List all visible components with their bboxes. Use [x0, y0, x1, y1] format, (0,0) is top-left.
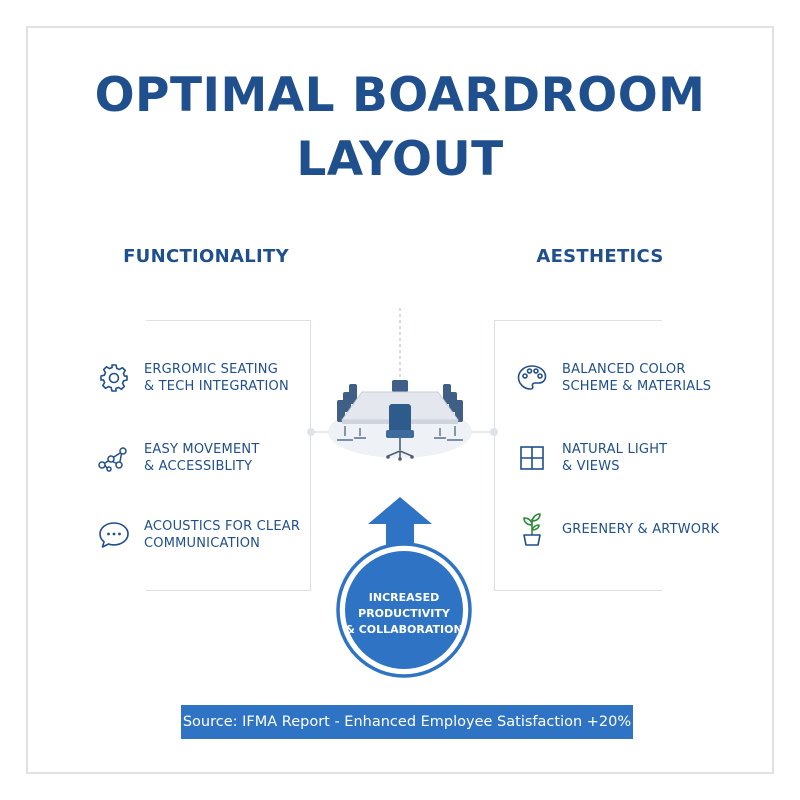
aesthetics-item-label: NATURAL LIGHT & VIEWS [562, 441, 667, 475]
functionality-item-label: EASY MOVEMENT & ACCESSIBLITY [144, 441, 259, 475]
item-line-2: SCHEME & MATERIALS [562, 379, 712, 394]
left-panel-top-line [146, 320, 311, 321]
aesthetics-item-label: BALANCED COLOR SCHEME & MATERIALS [562, 361, 711, 395]
right-panel-bottom-line [494, 590, 662, 591]
item-line-1: EASY MOVEMENT [144, 442, 260, 457]
functionality-item: EASY MOVEMENT & ACCESSIBLITY [96, 440, 259, 476]
right-panel-top-line [494, 320, 662, 321]
aesthetics-item: BALANCED COLOR SCHEME & MATERIALS [514, 360, 711, 396]
aesthetics-item: GREENERY & ARTWORK [514, 511, 719, 547]
network-nodes-icon [96, 440, 132, 476]
page-title: OPTIMAL BOARDROOM LAYOUT [0, 64, 800, 192]
left-panel-vertical-line [310, 320, 311, 590]
functionality-item: ERGROMIC SEATING & TECH INTEGRATION [96, 360, 289, 396]
speech-bubble-icon [96, 517, 132, 553]
potted-plant-icon [514, 511, 550, 547]
functionality-item: ACOUSTICS FOR CLEAR COMMUNICATION [96, 517, 300, 553]
item-line-2: & TECH INTEGRATION [144, 379, 289, 394]
functionality-item-label: ACOUSTICS FOR CLEAR COMMUNICATION [144, 518, 300, 552]
outcome-line-1: INCREASED [368, 591, 440, 604]
gear-icon [96, 360, 132, 396]
item-line-1: NATURAL LIGHT [562, 442, 668, 457]
title-line-2: LAYOUT [296, 132, 504, 187]
item-line-1: GREENERY & ARTWORK [562, 521, 720, 537]
outcome-label: INCREASED PRODUCTIVITY & COLLABORATION [345, 590, 463, 638]
item-line-2: COMMUNICATION [144, 536, 261, 551]
item-line-2: & VIEWS [562, 459, 620, 474]
source-banner: Source: IFMA Report - Enhanced Employee … [181, 705, 633, 739]
right-panel-vertical-line [494, 320, 495, 590]
aesthetics-heading: AESTHETICS [536, 246, 664, 267]
item-line-1: BALANCED COLOR [562, 362, 686, 377]
outcome-line-3: & COLLABORATION [345, 623, 463, 636]
aesthetics-item: NATURAL LIGHT & VIEWS [514, 440, 667, 476]
palette-icon [514, 360, 550, 396]
functionality-heading: FUNCTIONALITY [123, 246, 289, 267]
item-line-1: ERGROMIC SEATING [144, 362, 278, 377]
title-line-1: OPTIMAL BOARDROOM [94, 68, 706, 123]
item-line-2: & ACCESSIBLITY [144, 459, 253, 474]
aesthetics-item-label: GREENERY & ARTWORK [562, 521, 719, 538]
left-panel-bottom-line [146, 590, 311, 591]
window-icon [514, 440, 550, 476]
item-line-1: ACOUSTICS FOR CLEAR [144, 519, 301, 534]
outcome-line-2: PRODUCTIVITY [358, 607, 450, 620]
functionality-item-label: ERGROMIC SEATING & TECH INTEGRATION [144, 361, 289, 395]
